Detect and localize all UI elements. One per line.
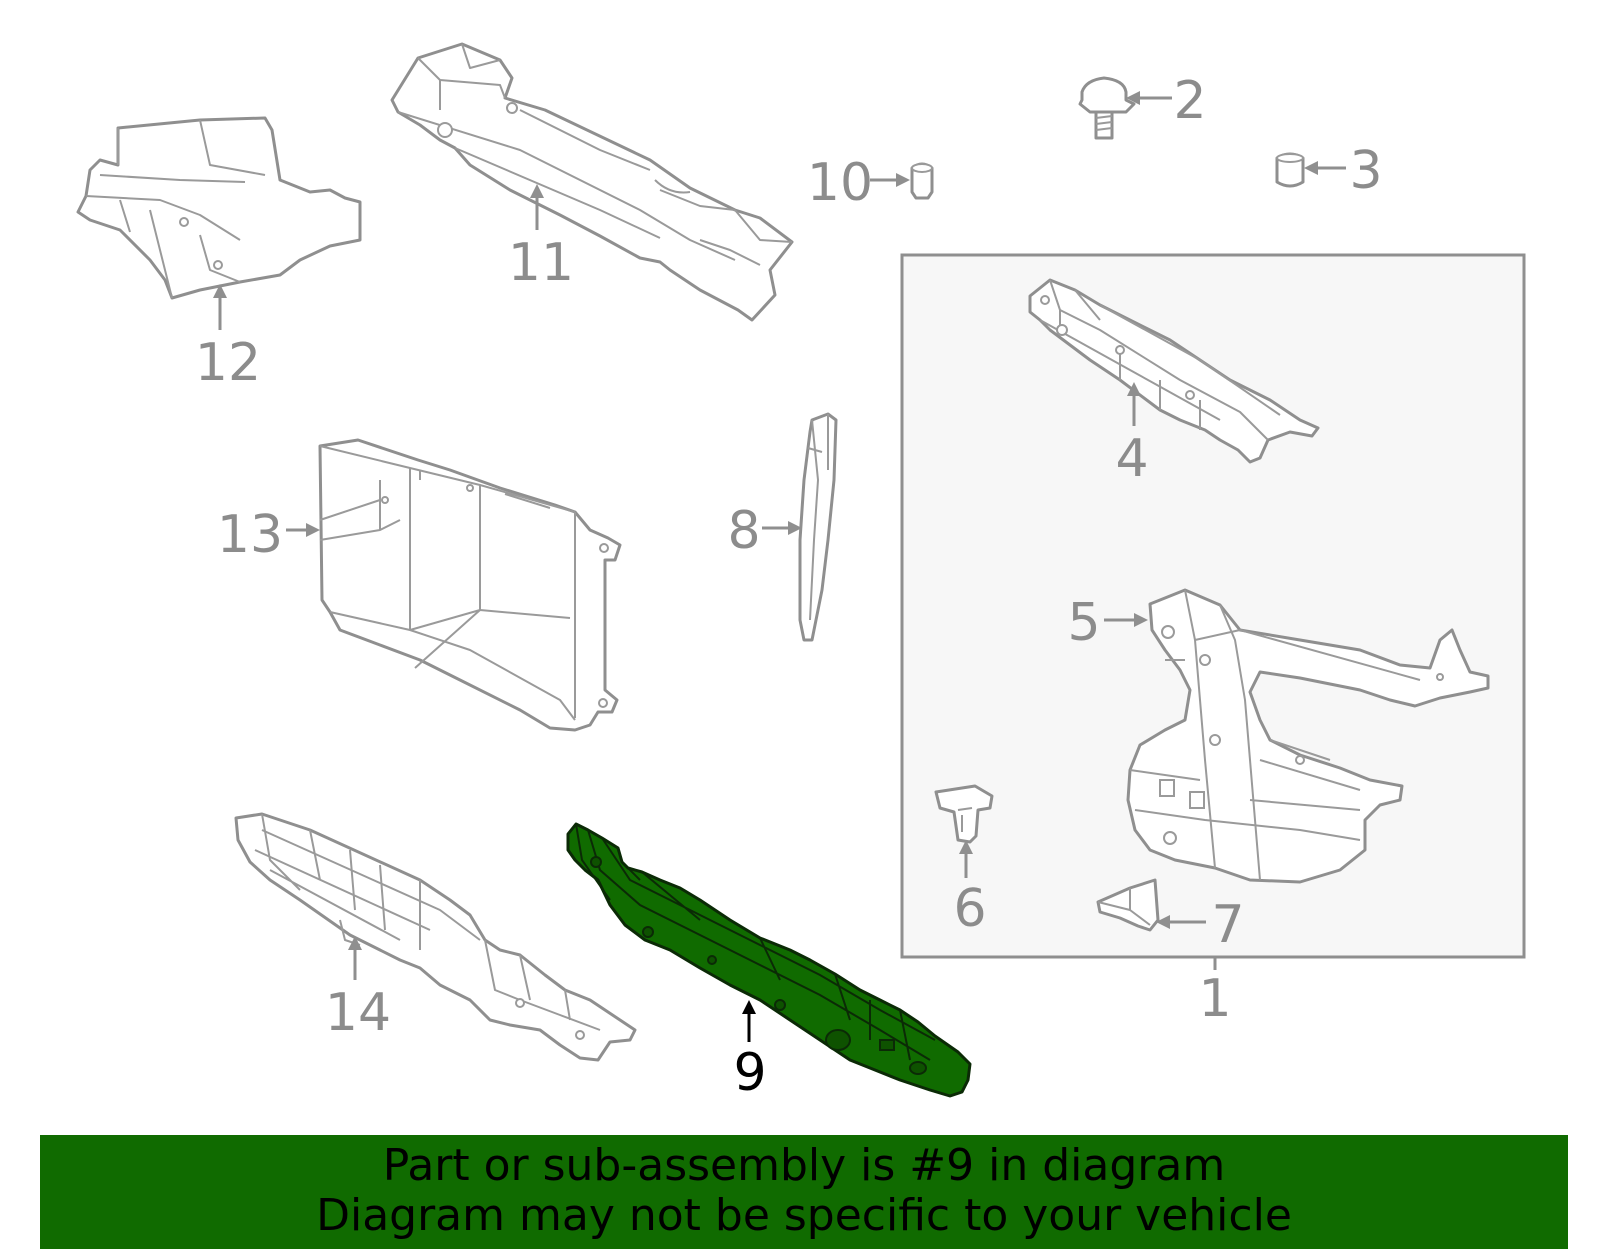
callout-13: 13: [217, 505, 283, 565]
part-4[interactable]: [1028, 278, 1320, 464]
part-11[interactable]: [390, 42, 794, 322]
leader-lines: [213, 91, 1346, 1042]
info-banner: Part or sub-assembly is #9 in diagram Di…: [40, 1135, 1568, 1249]
callout-1: 1: [1198, 969, 1231, 1029]
callout-11: 11: [508, 233, 574, 293]
part-2-bolt[interactable]: [1078, 76, 1136, 140]
part-12[interactable]: [76, 116, 362, 300]
banner-disclaimer-line: Diagram may not be specific to your vehi…: [316, 1190, 1292, 1241]
callout-10: 10: [807, 153, 873, 213]
callout-2: 2: [1173, 71, 1206, 131]
callout-5: 5: [1067, 593, 1100, 653]
callout-6: 6: [953, 879, 986, 939]
callout-14: 14: [325, 983, 391, 1043]
part-9-selected[interactable]: [566, 822, 972, 1098]
callout-4: 4: [1115, 429, 1148, 489]
part-7[interactable]: [1096, 878, 1160, 932]
part-13[interactable]: [318, 438, 622, 732]
part-14[interactable]: [234, 812, 637, 1062]
part-8[interactable]: [798, 412, 838, 642]
part-5[interactable]: [1126, 588, 1490, 884]
callout-9-selected: 9: [733, 1043, 766, 1103]
banner-part-line: Part or sub-assembly is #9 in diagram: [382, 1140, 1226, 1191]
callout-8: 8: [727, 501, 760, 561]
callout-7: 7: [1211, 895, 1244, 955]
callout-3: 3: [1349, 141, 1382, 201]
part-3-cap[interactable]: [1275, 152, 1305, 188]
callout-12: 12: [195, 333, 261, 393]
part-6[interactable]: [934, 784, 994, 844]
part-10-clip[interactable]: [910, 162, 934, 200]
